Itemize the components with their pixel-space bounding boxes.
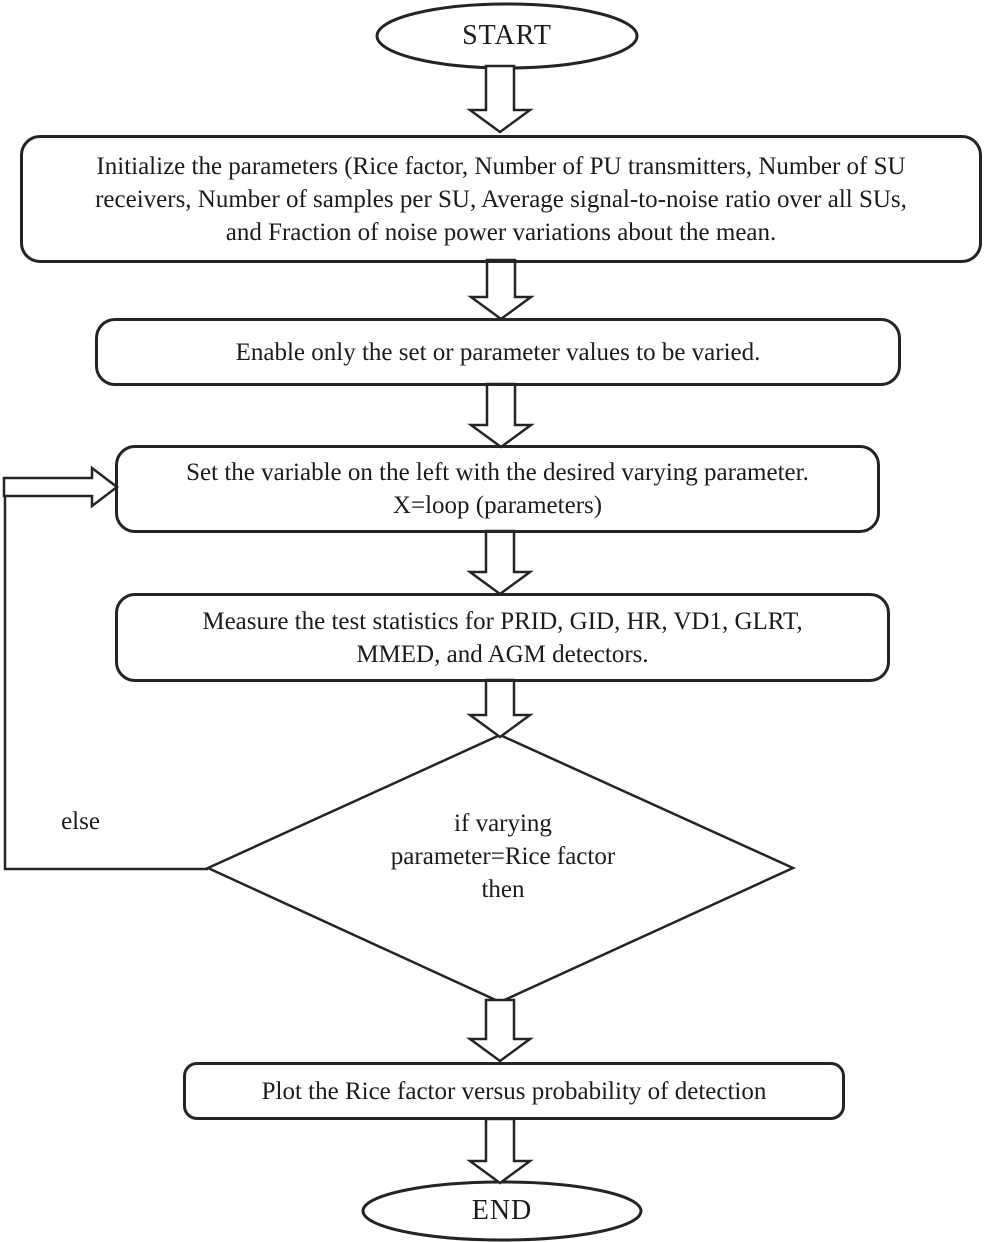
arrow-plot-to-end [466,1117,534,1185]
process-enable-box: Enable only the set or parameter values … [95,318,901,386]
process-plot-box: Plot the Rice factor versus probability … [183,1062,845,1120]
else-loop-line [3,487,208,871]
decision-line3: then [481,875,525,903]
process-measure-box: Measure the test statistics for PRID, GI… [115,593,890,682]
process-initialize-box: Initialize the parameters (Rice factor, … [20,135,982,263]
process-initialize-line3: and Fraction of noise power variations a… [225,218,777,246]
arrow-set-variable-to-measure [466,529,534,596]
decision-line1: if varying [454,809,552,837]
arrow-measure-to-decision [466,678,534,739]
process-enable-label: Enable only the set or parameter values … [235,338,761,366]
process-measure-line2: MMED, and AGM detectors. [356,640,649,668]
process-set-variable-line1: Set the variable on the left with the de… [186,459,809,486]
start-node-label: START [462,20,552,51]
process-plot-label: Plot the Rice factor versus probability … [261,1077,767,1105]
process-initialize-line1: Initialize the parameters (Rice factor, … [96,152,906,180]
decision-line2: parameter=Rice factor [390,842,616,870]
process-set-variable-box: Set the variable on the left with the de… [115,445,880,533]
end-node-label: END [471,1195,533,1226]
decision-node-text: if varying parameter=Rice factor then [261,805,745,907]
arrow-decision-to-plot [466,998,534,1063]
process-initialize-line2: receivers, Number of samples per SU, Ave… [95,185,907,213]
else-loop-arrowhead [2,465,120,509]
process-set-variable-line2: X=loop (parameters) [392,492,603,519]
process-measure-line1: Measure the test statistics for PRID, GI… [202,607,803,635]
else-branch-label: else [61,808,100,835]
arrow-enable-to-set-variable [467,382,535,449]
arrow-start-to-initialize [466,64,534,134]
arrow-initialize-to-enable [467,258,535,321]
